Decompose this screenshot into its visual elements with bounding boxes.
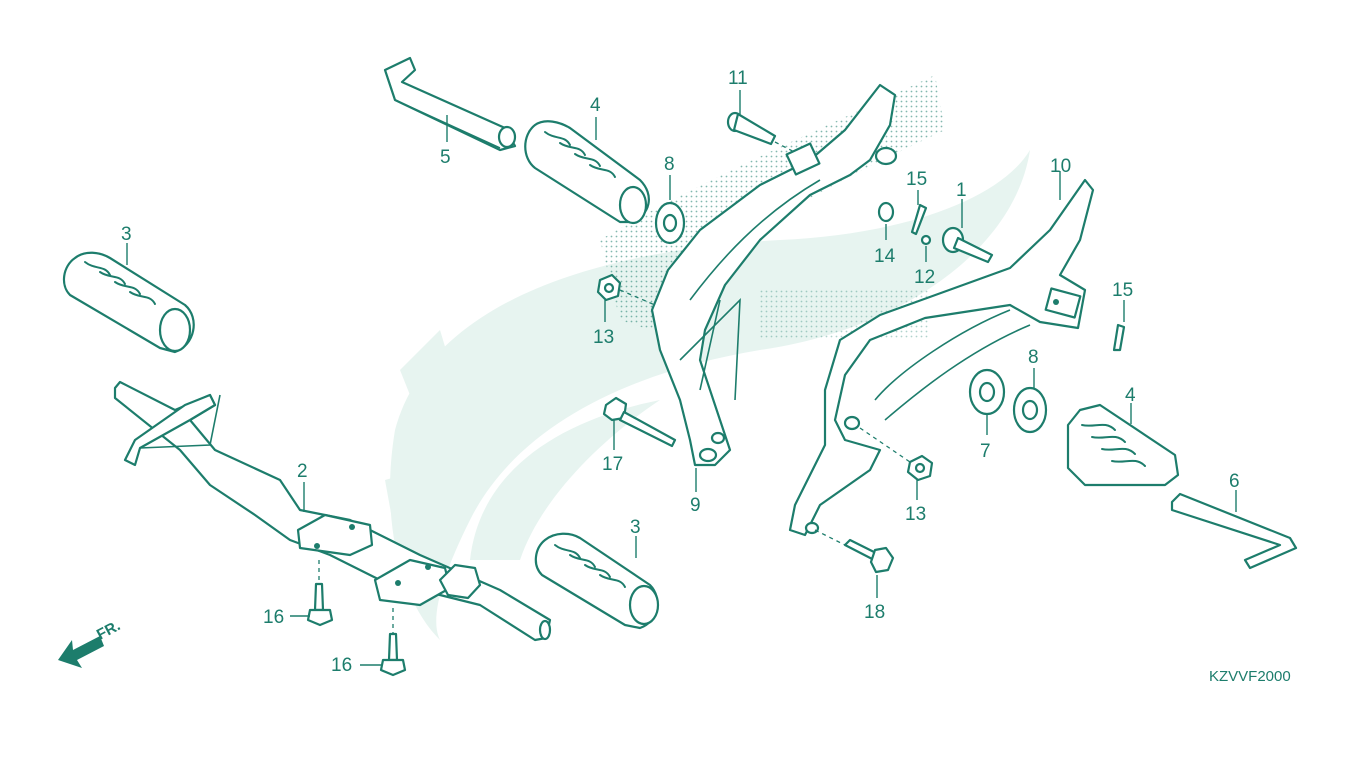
front-direction-arrow-icon bbox=[58, 636, 104, 668]
callout-15-upper: 15 bbox=[906, 169, 927, 190]
callout-13-right: 13 bbox=[905, 504, 926, 525]
callout-9: 9 bbox=[690, 495, 701, 516]
collar-14 bbox=[877, 201, 895, 223]
callout-16-upper: 16 bbox=[263, 607, 284, 628]
callout-5: 5 bbox=[440, 147, 451, 168]
callout-10: 10 bbox=[1050, 156, 1071, 177]
pin-12 bbox=[920, 234, 932, 246]
callout-4-upper: 4 bbox=[590, 95, 601, 116]
callout-14: 14 bbox=[874, 246, 896, 267]
callout-3-bottom: 3 bbox=[630, 517, 641, 538]
diagram-code: KZVVF2000 bbox=[1209, 668, 1291, 685]
callout-12: 12 bbox=[914, 267, 935, 288]
nut-right bbox=[906, 454, 934, 482]
callout-18: 18 bbox=[864, 602, 885, 623]
washer-upper bbox=[654, 201, 686, 245]
callout-13-left: 13 bbox=[593, 327, 614, 348]
callout-4-right: 4 bbox=[1125, 385, 1136, 406]
step-holder-right bbox=[788, 178, 1095, 537]
joint-pin-1 bbox=[941, 226, 994, 264]
callout-2: 2 bbox=[297, 461, 308, 482]
callout-16-lower: 16 bbox=[331, 655, 352, 676]
bolt-11 bbox=[726, 111, 777, 146]
bolt-16-lower bbox=[379, 632, 407, 677]
bolt-17 bbox=[602, 396, 677, 448]
callout-1: 1 bbox=[956, 180, 967, 201]
callout-15-right: 15 bbox=[1112, 280, 1133, 301]
step-holder-left bbox=[650, 83, 898, 467]
step-rubber-upper bbox=[524, 120, 650, 225]
step-pivot-pin-left bbox=[383, 56, 517, 152]
callout-8-right: 8 bbox=[1028, 347, 1039, 368]
callout-17: 17 bbox=[602, 454, 623, 475]
step-pivot-pin-right bbox=[1170, 492, 1298, 570]
callout-8-upper: 8 bbox=[664, 154, 675, 175]
watermark-logo bbox=[385, 150, 1030, 640]
callout-3-top: 3 bbox=[121, 224, 132, 245]
washer-7 bbox=[968, 368, 1006, 416]
callout-11: 11 bbox=[728, 68, 748, 89]
bolt-16-upper bbox=[306, 582, 334, 627]
callout-7: 7 bbox=[980, 441, 991, 462]
nut-left bbox=[596, 273, 622, 302]
step-rubber-left-bottom bbox=[534, 532, 660, 630]
callout-6: 6 bbox=[1229, 471, 1240, 492]
step-rubber-left-top bbox=[62, 251, 195, 354]
step-rubber-right bbox=[1066, 403, 1180, 487]
bolt-18 bbox=[843, 538, 895, 574]
step-bar-2 bbox=[113, 380, 552, 642]
cotter-pin-right bbox=[1112, 323, 1126, 352]
washer-right bbox=[1012, 386, 1048, 434]
cotter-pin-upper bbox=[910, 203, 928, 236]
